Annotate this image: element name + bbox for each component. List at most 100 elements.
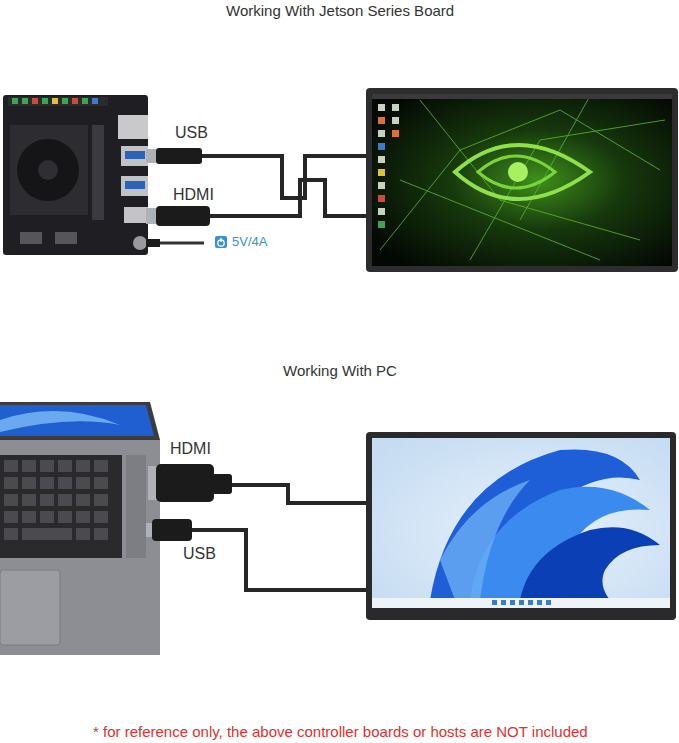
port-label: USB: [175, 124, 208, 142]
laptop: [4, 460, 108, 540]
monitor-display: [392, 104, 399, 111]
laptop: [76, 477, 90, 489]
cables: [200, 156, 366, 198]
monitor-display: [366, 88, 678, 272]
jetson-board: [124, 207, 148, 223]
monitor-display: [378, 130, 385, 137]
cables: [150, 156, 366, 243]
jetson-board: [38, 160, 58, 180]
cables: [230, 485, 366, 503]
monitor-display: [440, 480, 530, 600]
monitor-display: [420, 100, 640, 240]
laptop: [40, 494, 54, 506]
monitor-display: [520, 527, 660, 600]
monitor-display: [501, 600, 506, 605]
laptop: [4, 528, 18, 540]
jetson-board: [92, 98, 98, 104]
cable-plugs: [146, 149, 156, 163]
section-title: Working With PC: [283, 362, 397, 379]
laptop: [94, 528, 108, 540]
cable-plugs: [156, 464, 214, 502]
laptop: [4, 511, 18, 523]
monitor-display: [378, 156, 385, 163]
cable-plugs: [152, 519, 192, 541]
monitor-display: [378, 195, 385, 202]
cables: [190, 530, 366, 590]
laptop: [22, 477, 36, 489]
laptop: [40, 477, 54, 489]
laptop: [58, 477, 72, 489]
jetson-board: [10, 125, 88, 215]
monitor-display: [366, 432, 676, 620]
monitor-display: [380, 110, 660, 250]
laptop: [0, 405, 154, 436]
monitor-display: [378, 182, 385, 189]
laptop: [94, 511, 108, 523]
laptop: [22, 494, 36, 506]
section-title: Working With Jetson Series Board: [226, 2, 454, 19]
cable-plugs: [212, 474, 232, 494]
laptop: [76, 494, 90, 506]
laptop: [58, 511, 72, 523]
jetson-board: [125, 151, 145, 159]
monitor-display: [378, 169, 385, 176]
laptop: [4, 460, 18, 472]
laptop: [0, 570, 60, 645]
monitor-display: [478, 156, 555, 188]
monitor-display: [392, 130, 399, 137]
monitor-display: [378, 208, 385, 215]
laptop: [76, 511, 90, 523]
laptop: [0, 411, 120, 432]
jetson-board: [55, 232, 77, 244]
laptop: [4, 477, 18, 489]
laptop: [22, 528, 72, 540]
jetson-board: [3, 95, 148, 255]
monitor-display: [392, 117, 399, 124]
monitor-display: [378, 143, 385, 150]
jetson-board: [42, 98, 48, 104]
cable-plugs: [146, 464, 232, 541]
jetson-board: [17, 139, 79, 201]
monitor-display: [366, 432, 676, 620]
monitor-display: [537, 600, 542, 605]
monitor-display: [378, 104, 385, 111]
monitor-display: [455, 145, 590, 199]
monitor-display: [510, 600, 515, 605]
monitor-display: [372, 94, 672, 99]
monitor-display: [519, 600, 524, 605]
monitor-display: [400, 180, 600, 260]
monitor-display: [380, 96, 665, 260]
jetson-board: [3, 95, 148, 255]
footnote: * for reference only, the above controll…: [93, 723, 588, 740]
monitor-display: [378, 104, 399, 228]
jetson-board: [121, 176, 148, 196]
monitor-display: [372, 438, 670, 608]
laptop: [94, 477, 108, 489]
monitor-display: [378, 221, 385, 228]
power-icon: [215, 236, 227, 248]
monitor-display: [372, 94, 672, 266]
jetson-board: [92, 125, 104, 220]
laptop: [0, 455, 122, 558]
jetson-board: [12, 98, 18, 104]
power-icon: [215, 236, 227, 248]
cable-plugs: [146, 208, 156, 224]
jetson-board: [62, 98, 68, 104]
jetson-board: [72, 98, 78, 104]
jetson-board: [121, 146, 148, 166]
jetson-board: [20, 232, 42, 244]
laptop: [58, 460, 72, 472]
monitor-display: [492, 600, 551, 605]
jetson-board: [125, 181, 145, 189]
jetson-board: [8, 97, 108, 106]
jetson-board: [22, 98, 28, 104]
monitor-display: [470, 120, 665, 260]
laptop: [76, 460, 90, 472]
port-label: HDMI: [173, 186, 214, 204]
power-label: 5V/4A: [232, 235, 267, 250]
port-label: HDMI: [170, 440, 211, 458]
laptop: [40, 511, 54, 523]
port-label: USB: [183, 545, 216, 563]
jetson-board: [82, 98, 88, 104]
